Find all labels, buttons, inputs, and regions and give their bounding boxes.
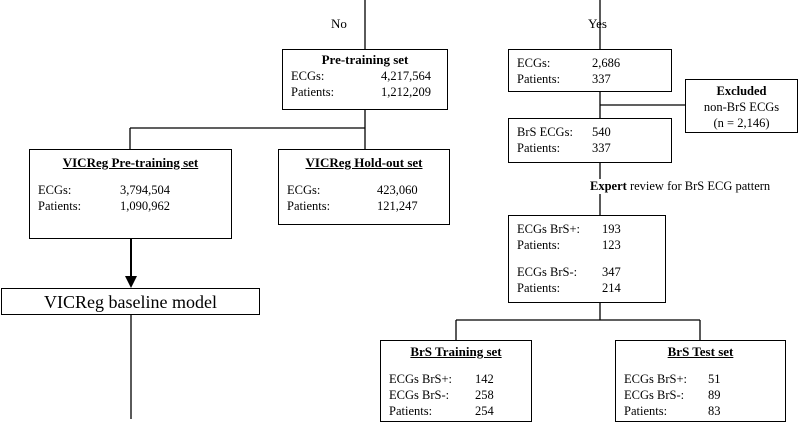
vicreg-pre-patients-label: Patients:	[38, 199, 82, 213]
brs-test-box: BrS Test set ECGs BrS+: 51 ECGs BrS-: 89 P…	[615, 340, 786, 422]
expert-review-bold: Expert	[590, 179, 627, 193]
vicreg-hold-ecgs-value: 423,060	[377, 183, 418, 197]
split-patients-pos-label: Patients:	[517, 238, 561, 252]
split-brs-pos-label: ECGs BrS+:	[517, 222, 580, 236]
brs-ecgs-label: BrS ECGs:	[517, 125, 573, 139]
label-yes: Yes	[588, 16, 607, 31]
split-patients-neg-label: Patients:	[517, 281, 561, 295]
brs-split-box: ECGs BrS+: 193 Patients: 123 ECGs BrS-: 347…	[508, 215, 666, 303]
vicreg-pre-ecgs-label: ECGs:	[38, 183, 72, 197]
excluded-line1: non-BrS ECGs	[703, 100, 780, 114]
excluded-box: Excluded non-BrS ECGs (n = 2,146)	[685, 79, 798, 133]
split-brs-neg-label: ECGs BrS-:	[517, 265, 578, 279]
vicreg-pretraining-box: VICReg Pre-training set ECGs: 3,794,504 P…	[29, 149, 232, 239]
vicreg-pretraining-title: VICReg Pre-training set	[62, 155, 199, 170]
vicreg-holdout-box: VICReg Hold-out set ECGs: 423,060 Patient…	[278, 149, 450, 225]
split-patients-neg-value: 214	[602, 281, 621, 295]
pretraining-ecgs-label: ECGs:	[291, 69, 325, 83]
vicreg-hold-patients-label: Patients:	[287, 199, 331, 213]
brs-patients-label: Patients:	[517, 141, 561, 155]
test-brs-neg-value: 89	[708, 388, 721, 402]
brs-test-title: BrS Test set	[667, 344, 734, 359]
pretraining-box: Pre-training set ECGs: 4,217,564 Patients…	[282, 49, 448, 110]
vicreg-hold-ecgs-label: ECGs:	[287, 183, 321, 197]
split-brs-neg-value: 347	[602, 265, 621, 279]
label-no: No	[331, 16, 347, 31]
train-patients-label: Patients:	[389, 404, 433, 418]
vicreg-baseline-label: VICReg baseline model	[44, 291, 217, 312]
excluded-title: Excluded	[716, 84, 767, 98]
pretraining-title: Pre-training set	[321, 52, 409, 67]
train-patients-value: 254	[475, 404, 494, 418]
pretraining-ecgs-value: 4,217,564	[381, 69, 431, 83]
test-brs-neg-label: ECGs BrS-:	[624, 388, 685, 402]
yes-patients-value: 337	[592, 72, 611, 86]
vicreg-pre-patients-value: 1,090,962	[120, 199, 170, 213]
vicreg-hold-patients-value: 121,247	[377, 199, 418, 213]
vicreg-baseline-box: VICReg baseline model	[1, 288, 260, 315]
pretraining-patients-value: 1,212,209	[381, 85, 431, 99]
test-patients-value: 83	[708, 404, 721, 418]
test-patients-label: Patients:	[624, 404, 668, 418]
brs-patients-value: 337	[592, 141, 611, 155]
yes-box: ECGs: 2,686 Patients: 337	[508, 49, 672, 92]
expert-review-label: Expert review for BrS ECG pattern	[588, 179, 771, 194]
arrow-head	[125, 276, 137, 288]
brs-ecgs-value: 540	[592, 125, 611, 139]
brs-training-box: BrS Training set ECGs BrS+: 142 ECGs BrS-…	[380, 340, 532, 422]
yes-ecgs-value: 2,686	[592, 56, 621, 70]
vicreg-holdout-title: VICReg Hold-out set	[305, 155, 423, 170]
split-patients-pos-value: 123	[602, 238, 621, 252]
yes-ecgs-label: ECGs:	[517, 56, 551, 70]
test-brs-pos-value: 51	[708, 372, 721, 386]
split-brs-pos-value: 193	[602, 222, 621, 236]
test-brs-pos-label: ECGs BrS+:	[624, 372, 687, 386]
yes-patients-label: Patients:	[517, 72, 561, 86]
train-brs-neg-label: ECGs BrS-:	[389, 388, 450, 402]
pretraining-patients-label: Patients:	[291, 85, 335, 99]
expert-review-rest: review for BrS ECG pattern	[626, 179, 771, 193]
brs-ecgs-box: BrS ECGs: 540 Patients: 337	[508, 118, 672, 163]
excluded-line2: (n = 2,146)	[713, 116, 770, 130]
train-brs-neg-value: 258	[475, 388, 494, 402]
train-brs-pos-value: 142	[475, 372, 494, 386]
train-brs-pos-label: ECGs BrS+:	[389, 372, 452, 386]
brs-training-title: BrS Training set	[410, 344, 502, 359]
vicreg-pre-ecgs-value: 3,794,504	[120, 183, 170, 197]
